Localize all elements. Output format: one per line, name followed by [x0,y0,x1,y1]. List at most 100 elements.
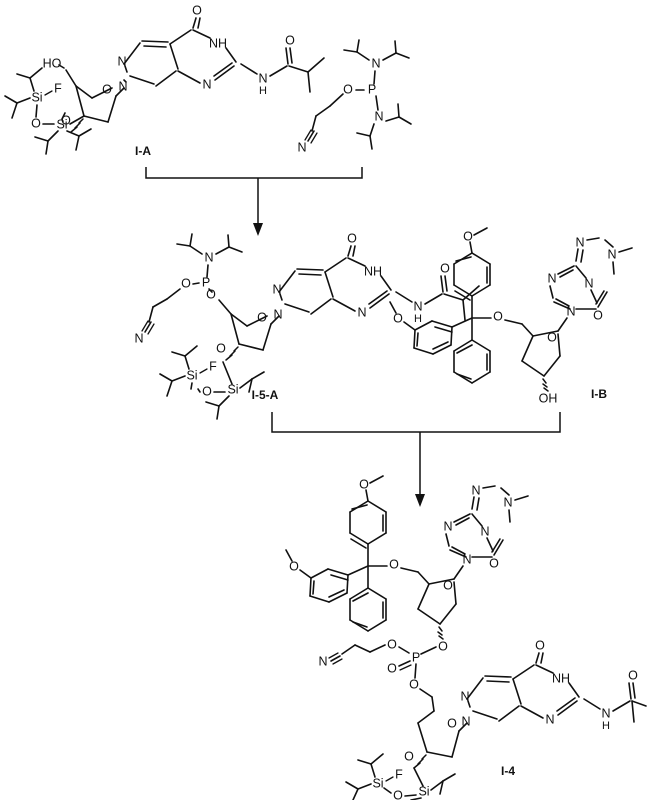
atom-label-ring-O-lower-I4: O [447,716,457,730]
atom-label-siloxane-O-I5A: O [202,384,212,398]
reaction-arrow-2 [271,412,561,507]
disiloxane-IA: Si F O Si [4,67,92,155]
atom-label-C2O-I4-O: O [489,556,499,570]
atom-label-3prime-OH-IB: OH [539,391,558,405]
atom-label-Si1: Si [31,90,42,104]
structure-I-4: O N N N N N O [285,475,647,800]
atom-label-ring-O: O [102,82,112,96]
dmt-group-IB: O O [389,227,492,384]
atom-label-amide-O: O [285,33,295,47]
structure-I-5-A: N N O NH N N H O [134,231,480,420]
atom-label-NMe2-IB: N [607,247,616,261]
atom-label-P-I5A: P [202,275,210,289]
atom-label-N9: N [118,79,127,93]
atom-label-OMe-left-I4: O [289,559,299,573]
atom-label-Si1-I5A: Si [186,368,197,382]
atom-label-N2: N [258,71,267,85]
label-I-4: I-4 [501,764,515,778]
disiloxane-I5A: Si F O Si [159,345,265,420]
atom-label-5prime-O-I5A: O [206,287,216,301]
atom-label-Si2: Si [56,117,67,131]
atom-label-OP-cyanoethyl-I4: O [387,637,397,651]
atom-label-siloxane-O-I4: O [393,788,403,800]
atom-label-N9-I4: N [461,714,470,728]
atom-label-N7: N [117,54,126,68]
atom-label-N2H-I4: H [602,720,610,732]
atom-label-N1H: NH [209,36,227,50]
atom-label-nitrile-N-I5A: N [134,331,143,345]
deoxyribose-lower-I4: O O [404,696,469,769]
atom-label-Nglyc-IB: N [566,304,575,318]
atom-label-OMe-left-IB: O [393,311,403,325]
atom-label-amide-O-I4: O [628,668,638,682]
deoxyribose-I5A: O O O [206,287,281,361]
label-I-B: I-B [591,387,607,401]
dmt-group-I4: O O [285,475,388,632]
atom-label-3prime-O-lower-I4: O [404,749,414,763]
atom-label-ring-O-I5A: O [257,310,267,324]
atom-label-3prime-O-upper-I4: O [438,639,448,653]
atom-label-F: F [54,81,62,95]
atom-label-N1H-I4: NH [552,671,570,685]
atom-label-N3-I4: N [545,712,554,726]
atom-label-Si1-I4: Si [372,776,383,790]
phosphoramidite-I5A: P O N N [134,233,243,345]
atom-label-NMe2-I4: N [503,495,512,509]
structure-I-A: N N O NH N N H O [4,3,325,158]
atom-label-N-top: N [371,56,380,70]
structure-phosphitylating-reagent: P O N N N [297,39,412,154]
deoxyribose-IA: O HO O [43,56,126,133]
atom-label-F-I5A: F [209,359,217,373]
atom-label-Si2-I4: Si [418,784,429,798]
atom-label-N2H: H [259,85,267,97]
triazinone-base-IB: O N N N N N [547,235,633,322]
atom-label-F-I4: F [395,767,403,781]
atom-label-exo-N-I4: N [471,483,480,497]
guanine-base-I5A: N N O NH N N H O [272,231,480,325]
guanine-base-IA: N N O NH N N H O [117,3,325,97]
atom-label-N7-I5A: N [272,282,281,296]
atom-label-OMe-top-IB: O [463,229,473,243]
atom-label-OP-I5A: O [181,276,191,290]
label-I-A: I-A [135,144,151,158]
deoxyribose-upper-I4: O O O [389,557,464,653]
atom-label-N2H-I5A: H [414,313,422,325]
reaction-arrow-1 [145,167,363,236]
atom-label-N3: N [202,77,211,91]
disiloxane-I4: Si F O Si [345,753,456,800]
atom-label-N3-IB: N [584,276,593,290]
atom-label-nitrile-N: N [297,140,306,154]
atom-label-N2-I5A: N [413,299,422,313]
guanine-base-I4: N N O NH N N H O [460,638,647,732]
atom-label-5prime-O-I4: O [389,557,399,571]
atom-label-P-O: O [343,82,353,96]
atom-label-Nglyc-I4: N [462,552,471,566]
atom-label-N3-I4: N [480,524,489,538]
atom-label-N2-I4: N [601,706,610,720]
deoxyribose-IB: O O OH [493,309,568,405]
atom-label-3prime-O: O [61,113,71,127]
atom-label-N1-I4: N [443,519,452,533]
atom-label-N-bottom: N [374,109,383,123]
atom-label-ring-O-upper-I4: O [443,578,453,592]
atom-label-exo-N-IB: N [575,235,584,249]
atom-label-O-5prime-lower-I4: O [409,677,419,691]
structure-I-B: O N N N N N [389,227,633,405]
atom-label-C2O-IB-O: O [593,308,603,322]
atom-label-N1-IB: N [547,271,556,285]
atom-label-N7-I4: N [460,689,469,703]
atom-label-PO-double-I4: O [387,661,397,675]
phosphate-I4: P O O N O [318,637,437,698]
atom-label-5prime-O-IB: O [493,309,503,323]
atom-label-O6-I4: O [535,638,545,652]
atom-label-5prime-OH: HO [43,56,62,70]
atom-label-O6-I5A: O [347,231,357,245]
atom-label-nitrile-N-I4: N [318,654,327,668]
atom-label-amide-O-I5A: O [440,261,450,275]
atom-label-N3-I5A: N [357,305,366,319]
atom-label-O6: O [192,3,202,17]
atom-label-3prime-O-I5A: O [216,341,226,355]
triazinone-base-I4: O N N N N N [443,483,529,570]
atom-label-siloxane-O: O [31,116,41,130]
